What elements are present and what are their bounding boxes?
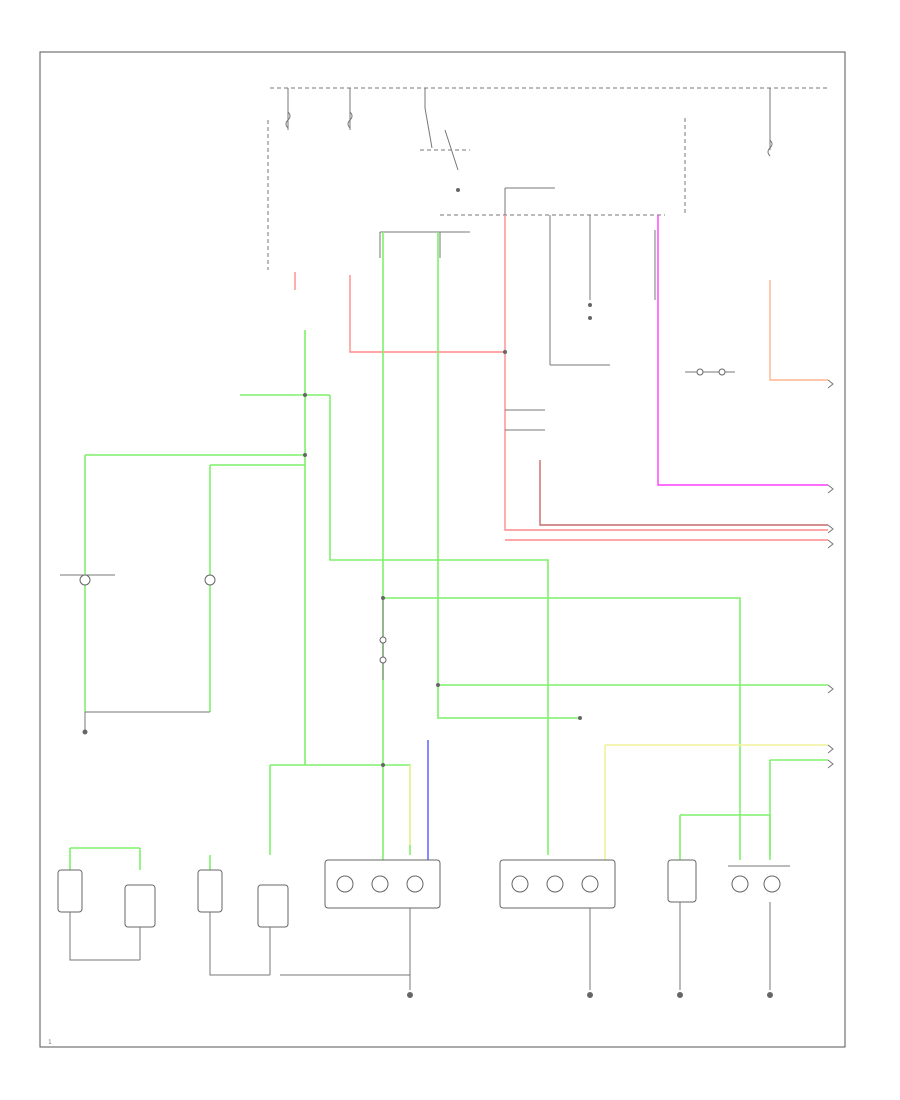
bottom-small-lamps bbox=[57, 869, 289, 976]
fuse-icon bbox=[347, 111, 353, 129]
bulb-icon bbox=[204, 574, 216, 586]
bulb-icon bbox=[763, 875, 781, 893]
right-lamps bbox=[667, 859, 790, 998]
bulb-icon bbox=[546, 875, 564, 893]
dark-red-wire bbox=[539, 460, 828, 526]
diagram-frame bbox=[39, 51, 846, 1048]
junction-dots bbox=[303, 350, 582, 767]
fuse-drops bbox=[267, 88, 773, 270]
door-switch bbox=[505, 303, 592, 431]
bulb-icon bbox=[581, 875, 599, 893]
ground-icon bbox=[82, 712, 88, 735]
bulb-icon bbox=[511, 875, 529, 893]
switch-icon bbox=[456, 188, 460, 192]
page-number: 1 bbox=[48, 1039, 52, 1046]
right-headlamp-assembly bbox=[499, 859, 616, 998]
fuse-icon bbox=[767, 139, 773, 157]
bulb-icon bbox=[406, 875, 424, 893]
connector-arrow-icon bbox=[827, 379, 834, 769]
right-relay bbox=[685, 368, 735, 376]
orange-wire bbox=[769, 280, 828, 381]
left-lamps bbox=[60, 574, 216, 586]
center-switch bbox=[379, 600, 387, 680]
fuse-icon bbox=[285, 111, 291, 129]
magenta-wire bbox=[657, 215, 828, 486]
light-switch bbox=[420, 107, 470, 192]
bulb-icon bbox=[371, 875, 389, 893]
bulb-icon bbox=[336, 875, 354, 893]
bulb-icon bbox=[79, 574, 91, 586]
red-wire-main bbox=[349, 275, 505, 353]
bulb-icon bbox=[731, 875, 749, 893]
left-headlamp-assembly bbox=[280, 859, 441, 998]
